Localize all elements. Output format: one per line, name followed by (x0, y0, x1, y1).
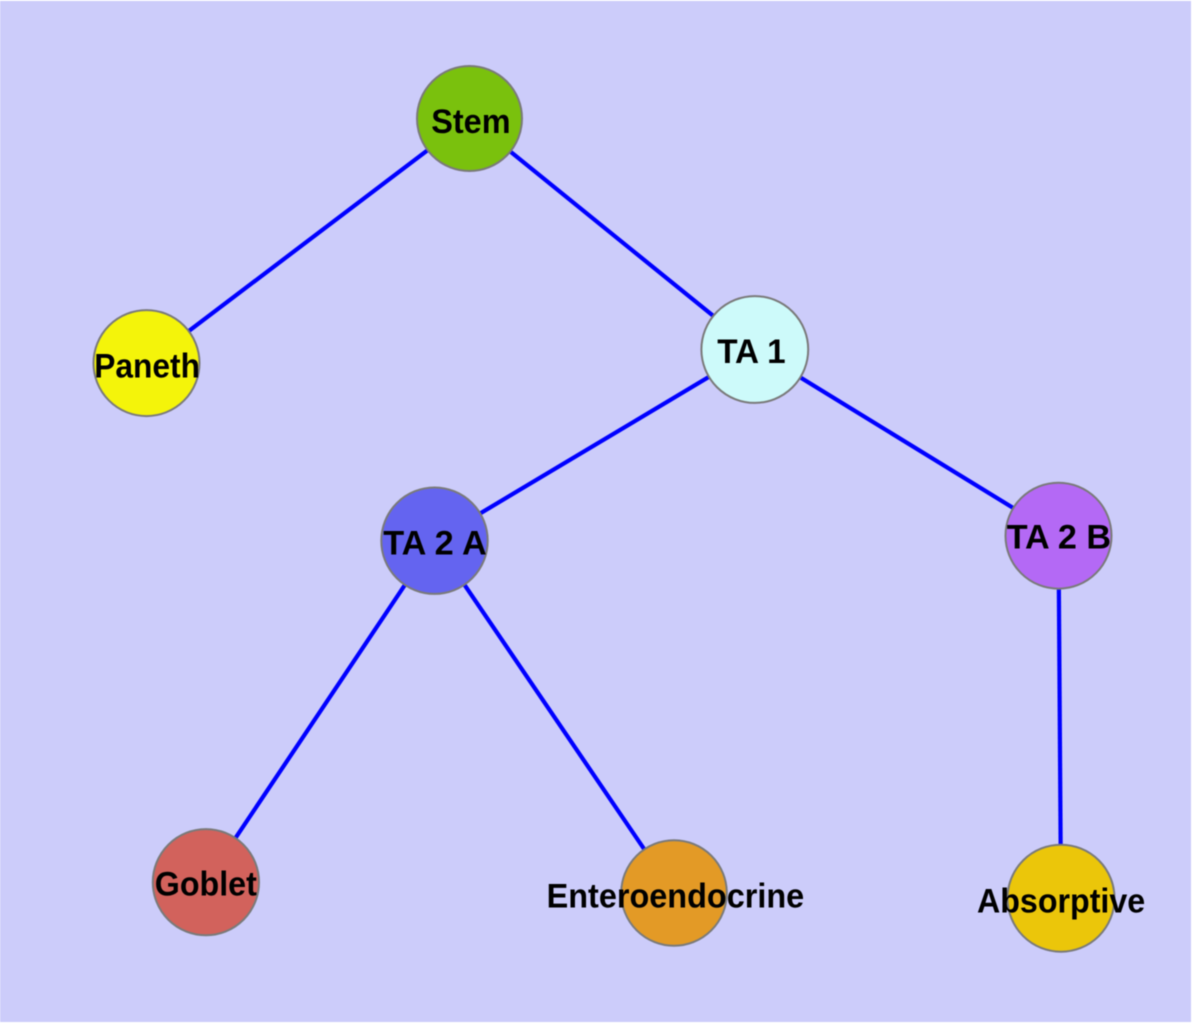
svg-text:Paneth: Paneth (94, 348, 200, 386)
svg-text:TA 2 A: TA 2 A (383, 524, 487, 562)
svg-text:Enteroendocrine: Enteroendocrine (547, 878, 805, 916)
svg-text:Absorptive: Absorptive (977, 883, 1145, 921)
svg-text:TA 1: TA 1 (717, 333, 785, 371)
svg-text:Stem: Stem (431, 103, 510, 141)
svg-text:Goblet: Goblet (155, 865, 258, 903)
svg-text:TA 2 B: TA 2 B (1007, 518, 1111, 556)
